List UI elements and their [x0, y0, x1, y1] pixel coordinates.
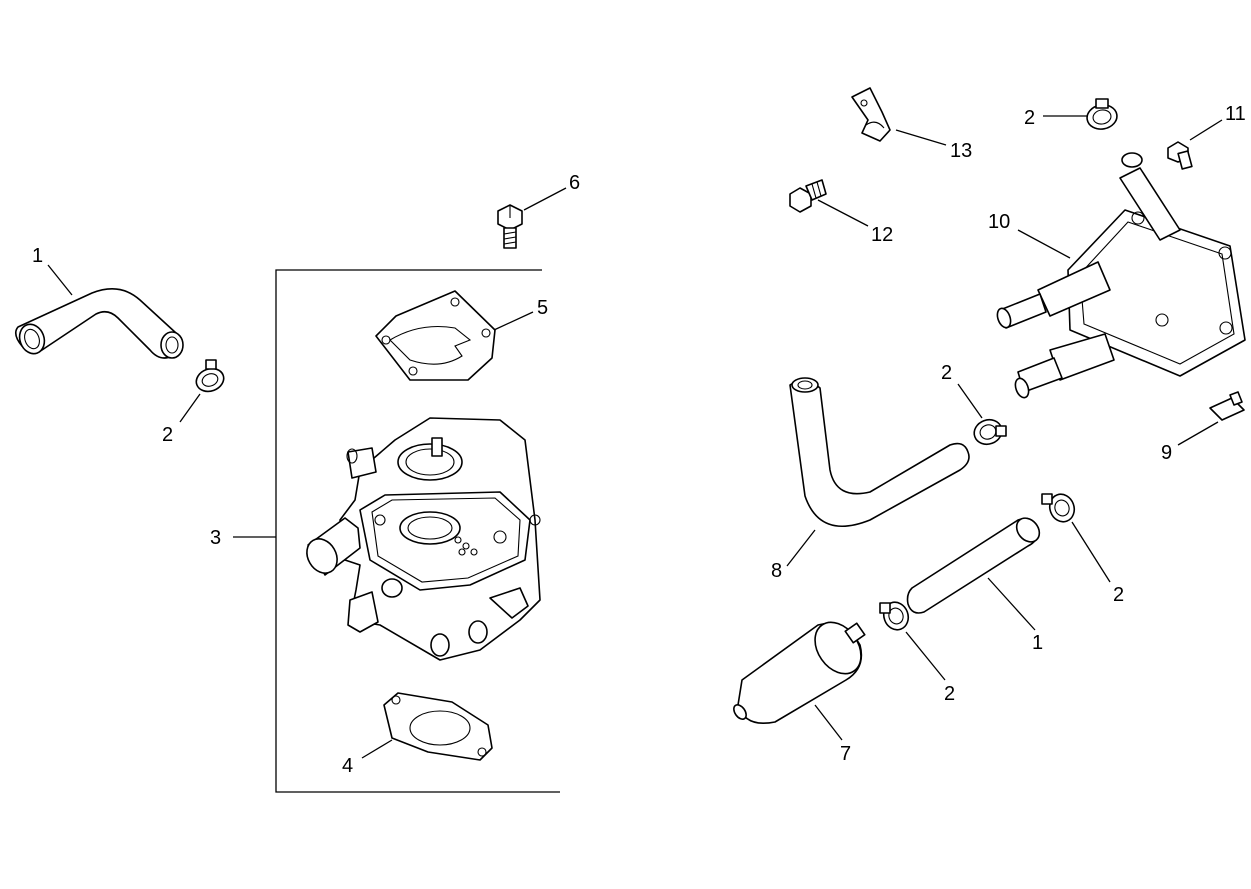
callout-9: 9: [1161, 442, 1172, 464]
callout-12: 12: [871, 224, 893, 246]
callout-8: 8: [771, 560, 782, 582]
callout-2-left: 2: [162, 424, 173, 446]
fuel-filter-7: [733, 621, 866, 724]
callout-2-mid: 2: [941, 362, 952, 384]
hose-clamp-top: [1086, 98, 1118, 130]
callout-10: 10: [988, 211, 1010, 233]
callout-1-left: 1: [32, 245, 43, 267]
bolt-12: [789, 179, 827, 213]
fuel-hose-left: [14, 288, 184, 359]
callout-7: 7: [840, 743, 851, 765]
gasket-4: [383, 692, 493, 761]
leader-lines: [47, 115, 1223, 759]
screw-11: [1167, 141, 1193, 170]
clip-13: [851, 87, 891, 142]
hose-clamp-mid: [973, 418, 1007, 446]
assembly-bracket: [275, 269, 560, 793]
hose-clamp-low: [879, 601, 910, 631]
nut-9: [1209, 391, 1245, 421]
callout-4: 4: [342, 755, 353, 777]
callout-5: 5: [537, 297, 548, 319]
callout-2-top: 2: [1024, 107, 1035, 129]
fuel-pump-10: [996, 152, 1246, 399]
callout-1-right: 1: [1032, 632, 1043, 654]
callout-13: 13: [950, 140, 972, 162]
gasket-5: [375, 290, 496, 381]
callout-2-low: 2: [944, 683, 955, 705]
hose-clamp-left: [195, 359, 225, 393]
bolt-6: [497, 204, 523, 249]
callout-6: 6: [569, 172, 580, 194]
callout-3: 3: [210, 527, 221, 549]
hose-clamp-right: [1041, 493, 1076, 523]
carburetor-3: [306, 417, 541, 661]
callout-2-right: 2: [1113, 584, 1124, 606]
callout-11: 11: [1225, 103, 1246, 125]
fuel-hose-right: [906, 517, 1041, 614]
fuel-hose-8: [789, 377, 970, 528]
